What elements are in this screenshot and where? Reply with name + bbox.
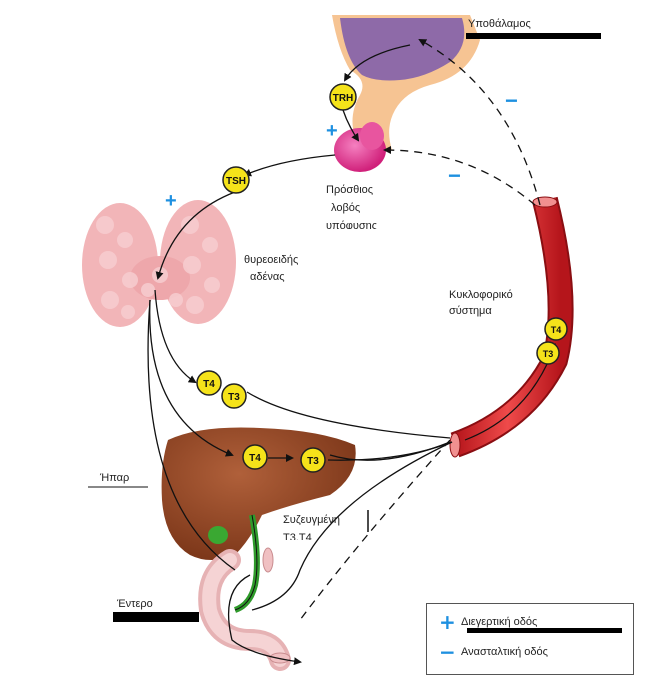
svg-text:T4: T4 <box>203 379 215 390</box>
circulation-label-2: σύστημα <box>449 305 492 317</box>
legend-bar <box>467 628 622 633</box>
svg-text:TRH: TRH <box>333 93 354 104</box>
conjugated-label-2: T3,T4 <box>283 532 312 540</box>
t3-hormone-vessel: T3 <box>536 341 560 365</box>
hypothalamus-bar <box>466 33 601 39</box>
legend-inhibitory: − Ανασταλτική οδός <box>439 642 548 662</box>
thyroid-gland <box>82 200 236 327</box>
t4-hormone-vessel: T4 <box>544 317 568 341</box>
anterior-lobe-label-3-clip: υπόφυσης <box>326 219 386 229</box>
plus-icon: + <box>439 610 456 634</box>
trh-hormone: TRH <box>329 83 357 111</box>
svg-text:T3: T3 <box>307 456 319 467</box>
svg-text:T3: T3 <box>228 392 240 403</box>
inhibitory-sign-pituitary: − <box>448 163 461 188</box>
intestine-label: Έντερο <box>117 598 153 610</box>
intestine <box>198 547 291 671</box>
t3-hormone-thyroid: T3 <box>221 383 247 409</box>
anterior-lobe-label-3: υπόφυσης <box>326 220 378 229</box>
stimulatory-pathways <box>147 44 453 666</box>
liver-label: Ήπαρ <box>100 472 130 484</box>
anterior-lobe-label-1: Πρόσθιος <box>326 184 374 196</box>
legend-stimulatory: + Διεγερτική οδός <box>439 612 537 632</box>
thyroid-label-2: αδένας <box>250 271 285 283</box>
legend-stimulatory-label: Διεγερτική οδός <box>461 616 538 628</box>
intestine-bar <box>113 612 199 622</box>
stimulatory-sign-thyroid: + <box>165 190 177 212</box>
svg-text:T3: T3 <box>543 349 554 359</box>
conjugated-label-2-clip: T3,T4 <box>283 531 343 540</box>
thyroid-label-1: θυρεοειδής <box>244 254 299 266</box>
tsh-hormone: TSH <box>222 166 250 194</box>
t3-hormone-liver: T3 <box>300 447 326 473</box>
svg-text:T4: T4 <box>551 325 562 335</box>
blood-vessel <box>449 196 574 458</box>
circulation-label-1: Κυκλοφορικό <box>449 289 513 301</box>
minus-icon: − <box>439 640 456 664</box>
stimulatory-sign-pituitary: + <box>326 120 338 142</box>
inhibitory-sign-hypothalamus: − <box>505 88 518 113</box>
anterior-lobe-label-2: λοβός <box>331 202 361 214</box>
svg-text:TSH: TSH <box>226 176 246 187</box>
svg-text:T4: T4 <box>249 453 261 464</box>
legend-box: + Διεγερτική οδός − Ανασταλτική οδός <box>426 603 634 675</box>
t4-hormone-thyroid: T4 <box>196 370 222 396</box>
inhibitory-pathways <box>299 39 541 621</box>
hypothalamus-label: Υποθάλαμος <box>468 18 531 30</box>
conjugated-label-1: Συζευγμένη <box>283 514 340 526</box>
hypothalamus-shape <box>332 15 480 150</box>
legend-inhibitory-label: Ανασταλτική οδός <box>461 646 548 658</box>
t4-hormone-liver: T4 <box>242 444 268 470</box>
